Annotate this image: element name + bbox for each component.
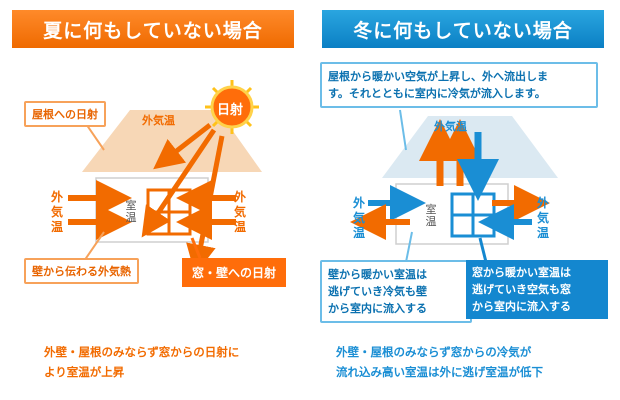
summer-outside-temp-top: 外気温 [142, 114, 175, 127]
sun-icon [205, 80, 259, 134]
winter-outside-temp-left: 外気温 [352, 196, 365, 240]
wall-callout: 壁から暖かい室温は 逃げていき冷気も壁 から室内に流入する [320, 260, 472, 323]
winter-diagram [350, 109, 558, 263]
summer-summary-line2: より室温が上昇 [44, 365, 125, 379]
wall-callout-line2: 逃げていき冷気も壁 [328, 285, 427, 298]
roof-callout-line1: 屋根から暖かい空気が上昇し、外へ流出しま [328, 70, 548, 83]
winter-panel: 冬に何もしていない場合 [310, 0, 620, 400]
window-callout: 窓から暖かい室温は 逃げていき空気も窓 から室内に流入する [466, 260, 608, 319]
roof-sun-callout: 屋根への日射 [24, 101, 106, 127]
winter-summary: 外壁・屋根のみならず窓からの冷気が 流れ込み高い室温は外に逃げ室温が低下 [336, 342, 543, 382]
sun-ray-window [141, 128, 217, 238]
window-callout-line3: から室内に流入する [472, 300, 571, 313]
wall-callout-line3: から室内に流入する [328, 302, 427, 315]
sun-ray-roof [153, 123, 212, 170]
summer-room-temp: 室温 [125, 199, 137, 224]
winter-house-roof [382, 116, 558, 178]
wall-heat-callout: 壁から伝わる外気熱 [24, 258, 139, 284]
winter-summary-line2: 流れ込み高い室温は外に逃げ室温が低下 [336, 365, 543, 379]
summer-outside-temp-left: 外気温 [50, 190, 63, 234]
summer-outside-temp-right: 外気温 [233, 190, 246, 234]
roof-callout-line2: す。それとともに室内に冷気が流入します。 [328, 87, 546, 100]
window-callout-line1: 窓から暖かい室温は [472, 266, 571, 279]
window-callout-line2: 逃げていき空気も窓 [472, 283, 571, 296]
summer-diagram [68, 80, 262, 275]
summer-summary: 外壁・屋根のみならず窓からの日射に より室温が上昇 [44, 342, 239, 382]
summer-title: 夏に何もしていない場合 [12, 10, 294, 48]
winter-window [450, 192, 496, 238]
roof-callout: 屋根から暖かい空気が上昇し、外へ流出しま す。それとともに室内に冷気が流入します… [320, 62, 598, 108]
summer-summary-line1: 外壁・屋根のみならず窓からの日射に [44, 345, 240, 359]
window-wall-sun-callout: 窓・壁への日射 [182, 258, 287, 287]
winter-title: 冬に何もしていない場合 [322, 10, 604, 48]
sun-label: 日射 [217, 103, 244, 118]
winter-room-temp: 室温 [425, 203, 437, 228]
summer-panel: 夏に何もしていない場合 [12, 10, 294, 382]
winter-outside-temp-right: 外気温 [536, 196, 549, 240]
winter-summary-line1: 外壁・屋根のみならず窓からの冷気が [336, 345, 532, 359]
wall-callout-line1: 壁から暖かい室温は [328, 268, 427, 281]
winter-outside-temp-top: 外気温 [434, 120, 467, 133]
